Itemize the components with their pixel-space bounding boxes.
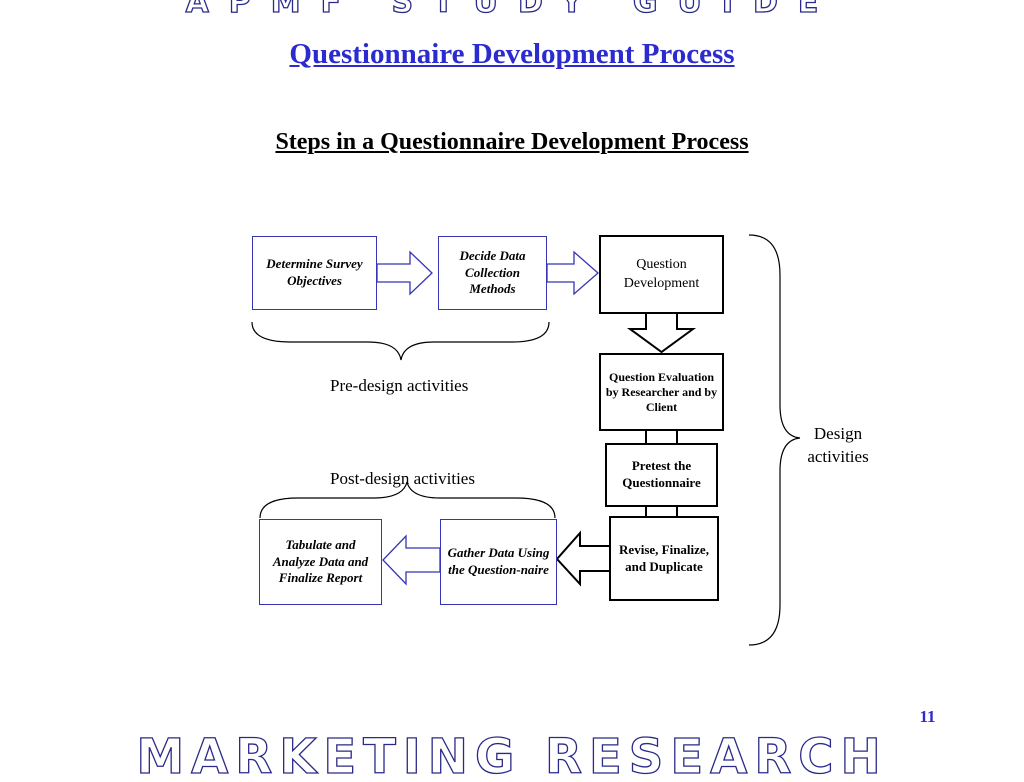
page-title: Questionnaire Development Process <box>289 38 735 70</box>
top-banner: APMF STUDY GUIDE <box>185 0 839 18</box>
step-question-development: Question Development <box>599 235 724 314</box>
arrow-left-1 <box>555 530 611 587</box>
step-gather-data: Gather Data Using the Question-naire <box>440 519 557 605</box>
page-number: 11 <box>919 707 936 726</box>
step-question-evaluation: Question Evaluation by Researcher and by… <box>599 353 724 431</box>
step-determine-objectives: Determine Survey Objectives <box>252 236 377 310</box>
connector-evaluation-pretest <box>645 429 678 445</box>
bottom-banner: MARKETING RESEARCH <box>136 732 888 782</box>
pre-design-brace <box>251 321 550 361</box>
step-pretest: Pretest the Questionnaire <box>605 443 718 507</box>
step-tabulate: Tabulate and Analyze Data and Finalize R… <box>259 519 382 605</box>
arrow-left-2 <box>382 534 441 586</box>
post-design-label: Post-design activities <box>330 469 475 488</box>
arrow-right-2 <box>546 250 599 296</box>
step-decide-methods: Decide Data Collection Methods <box>438 236 547 310</box>
pre-design-label: Pre-design activities <box>330 376 469 395</box>
step-revise: Revise, Finalize, and Duplicate <box>609 516 719 601</box>
arrow-down-1 <box>626 312 697 354</box>
diagram-subtitle: Steps in a Questionnaire Development Pro… <box>275 129 749 155</box>
post-design-brace <box>259 481 556 519</box>
arrow-right-1 <box>376 250 433 296</box>
design-label: Design activities <box>798 422 878 468</box>
design-label-line1: Design <box>813 424 863 443</box>
design-brace <box>748 234 801 646</box>
design-label-line2: activities <box>807 447 869 466</box>
